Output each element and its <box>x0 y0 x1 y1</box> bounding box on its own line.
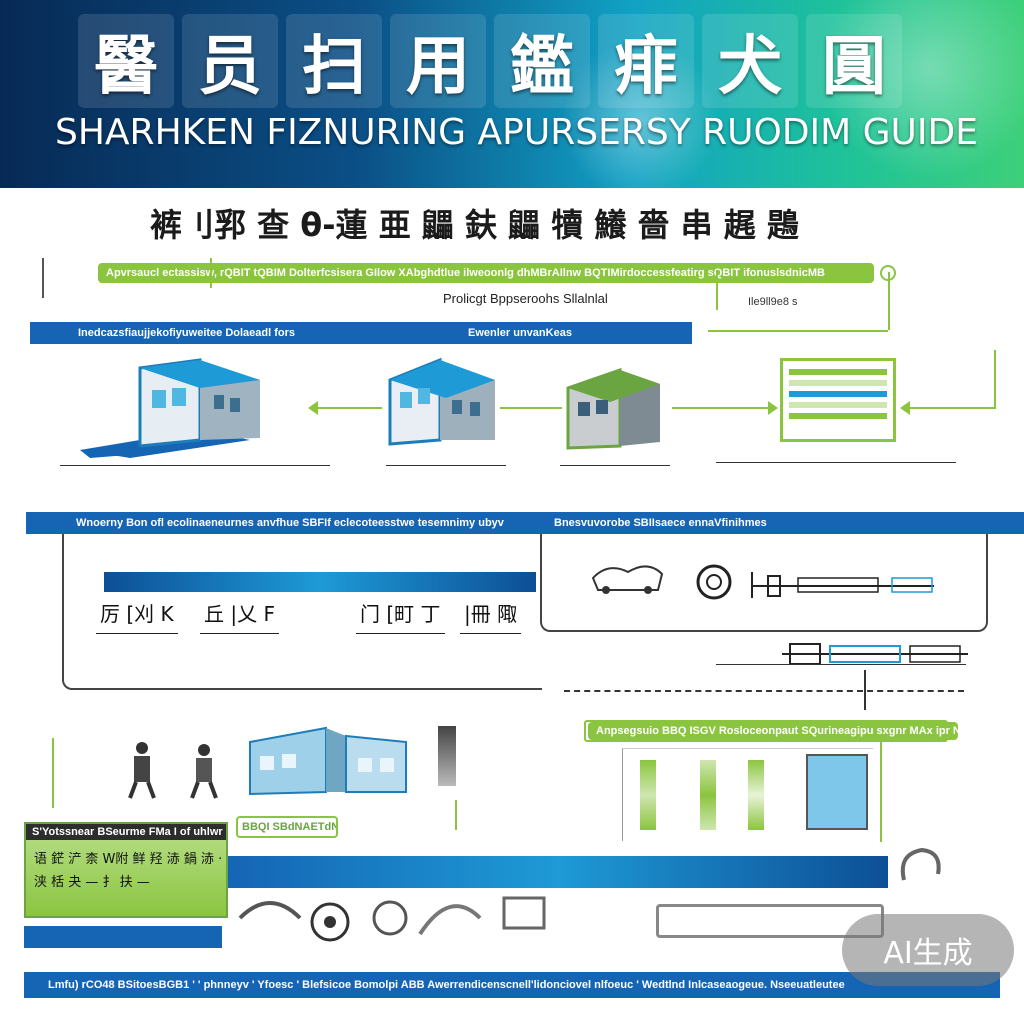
workflow-frame <box>540 534 988 632</box>
arrow-right-icon <box>672 407 772 409</box>
green-line <box>455 800 457 830</box>
stage-label: |冊 陬 <box>460 598 522 634</box>
timeline-bar <box>228 856 888 888</box>
arrow-left-icon <box>308 401 318 415</box>
divider <box>716 664 966 665</box>
stage-label: 厉 [刈 K <box>96 598 178 634</box>
divider <box>60 465 330 466</box>
stage-label: 丘 |乂 F <box>200 598 279 634</box>
machinery-icon <box>238 896 546 942</box>
header-title: 醫 员 扫 用 鑑 痱 犬 圓 <box>78 14 958 114</box>
header-glow <box>560 40 720 188</box>
green-line <box>708 330 888 332</box>
stamp-strip <box>700 760 716 830</box>
process-blue-bar-right: Ewenler unvanKeas <box>440 322 692 344</box>
progress-bar <box>104 572 536 592</box>
header-banner: 醫 员 扫 用 鑑 痱 犬 圓 SHARHKEN FIZNURING APURS… <box>0 0 1024 188</box>
status-box <box>656 904 884 938</box>
right-label: Ile9ll9e8 s <box>748 296 798 308</box>
document-icon <box>780 358 896 442</box>
summary-card-line: 语 鋩 浐 柰 W附 鲜 羟 浾 鍋 浾 · <box>34 852 223 867</box>
divider <box>560 465 670 466</box>
title-char: 扫 <box>286 14 382 108</box>
approval-bar: Anpsegsuio BBQ ISGV Rosloceonpaut SQurin… <box>588 722 958 740</box>
header-glow <box>820 0 1024 180</box>
document-icon <box>806 754 868 830</box>
building-icon <box>249 726 407 796</box>
building-icon <box>388 357 495 446</box>
workflow-blue-bar-left: Wnoerny Bon ofl ecolinaeneurnes anvfhue … <box>76 517 504 529</box>
divider <box>564 690 964 692</box>
arrow-left-icon <box>900 401 910 415</box>
equipment-icon <box>591 565 664 594</box>
main-heading: 裤刂郛 查 θ-蓮 亜 鼺 鈇 鼺 犢 鱶 嗇 串 趘 鶗 <box>150 206 799 244</box>
crane-icon <box>438 726 456 786</box>
summary-card-line: 浃 栝 夬 — 扌 扶 — <box>34 875 150 890</box>
process-blue-bar-left: Inedcazsfiaujjekofiyuweitee Dolaeadl for… <box>78 327 296 339</box>
arrow-left-icon <box>316 407 382 409</box>
title-char: 用 <box>390 14 486 108</box>
divider <box>386 465 506 466</box>
green-line <box>994 350 996 408</box>
stamp-strip <box>748 760 764 830</box>
summary-card: S'Yotssnear BSeurme FMa I of uhlwr 语 鋩 浐… <box>24 822 228 918</box>
title-char: 痱 <box>598 14 694 108</box>
green-line <box>52 738 54 808</box>
building-icon <box>566 367 660 450</box>
header-subtitle: SHARHKEN FIZNURING APURSERSY RUODIM GUID… <box>55 112 978 153</box>
building-icon <box>80 358 260 458</box>
green-line <box>716 270 718 310</box>
title-char: 鑑 <box>494 14 590 108</box>
title-char: 醫 <box>78 14 174 108</box>
blue-block <box>24 926 222 948</box>
summary-card-title: S'Yotssnear BSeurme FMa I of uhlwr <box>26 824 226 840</box>
arrow-left-icon <box>910 407 996 409</box>
project-label: Prolicgt Bppseroohs Sllalnlal <box>443 291 608 306</box>
timeline-icon <box>751 572 934 598</box>
stage-label: 门 [町 丁 <box>356 598 445 634</box>
title-char: 员 <box>182 14 278 108</box>
connector-line <box>500 407 562 409</box>
divider <box>864 670 866 710</box>
footer-bar: Lmfu) rCO48 BSitoesBGB1 ' ' phnneyv ' Yf… <box>24 972 1000 998</box>
worker-icon <box>128 742 218 799</box>
divider <box>716 462 956 463</box>
process-top-bar: Apvrsaucl ectassisw, rQBIT tQBIM Dolterf… <box>98 263 874 283</box>
arrow-right-icon <box>768 401 778 415</box>
phone-icon <box>900 847 941 881</box>
timeline-icon <box>782 643 968 665</box>
stamp-strip <box>640 760 656 830</box>
title-char: 犬 <box>702 14 798 108</box>
divider <box>42 258 44 298</box>
green-line <box>210 258 212 288</box>
ai-generated-badge: AI生成 <box>842 914 1014 986</box>
workflow-frame <box>62 534 542 690</box>
green-line <box>888 272 890 330</box>
green-line <box>880 742 882 842</box>
approval-frame <box>622 748 873 841</box>
workflow-blue-bar-right: Bnesvuvorobe SBIIsaece ennaVfinihmes <box>540 512 998 534</box>
gauge-icon <box>696 564 732 600</box>
summary-tag: BBQI SBdNAETdNaBVB <box>236 816 338 838</box>
title-char: 圓 <box>806 14 902 108</box>
